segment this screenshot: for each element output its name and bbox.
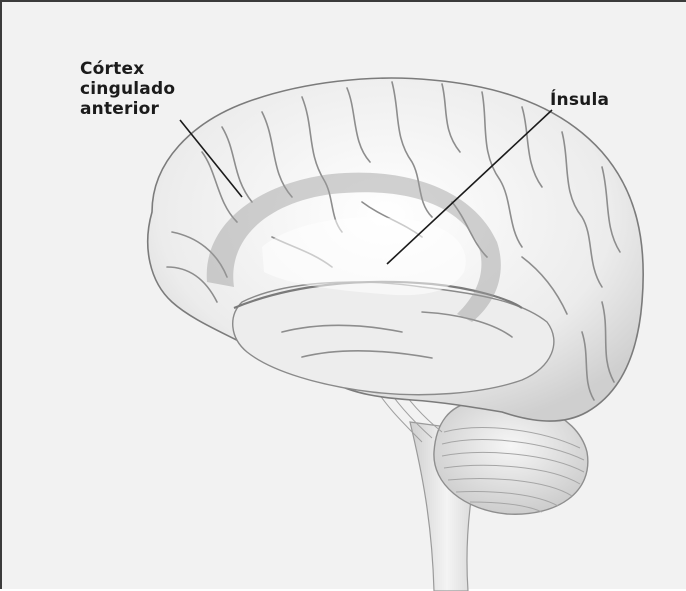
insula-label: Ínsula xyxy=(550,90,609,110)
anterior-cingulate-label-line2: cingulado xyxy=(80,79,200,99)
anterior-cingulate-label-line1: Córtex xyxy=(80,59,200,79)
anterior-cingulate-label-line3: anterior xyxy=(80,99,200,119)
anterior-cingulate-label: Córtex cingulado anterior xyxy=(80,59,200,119)
